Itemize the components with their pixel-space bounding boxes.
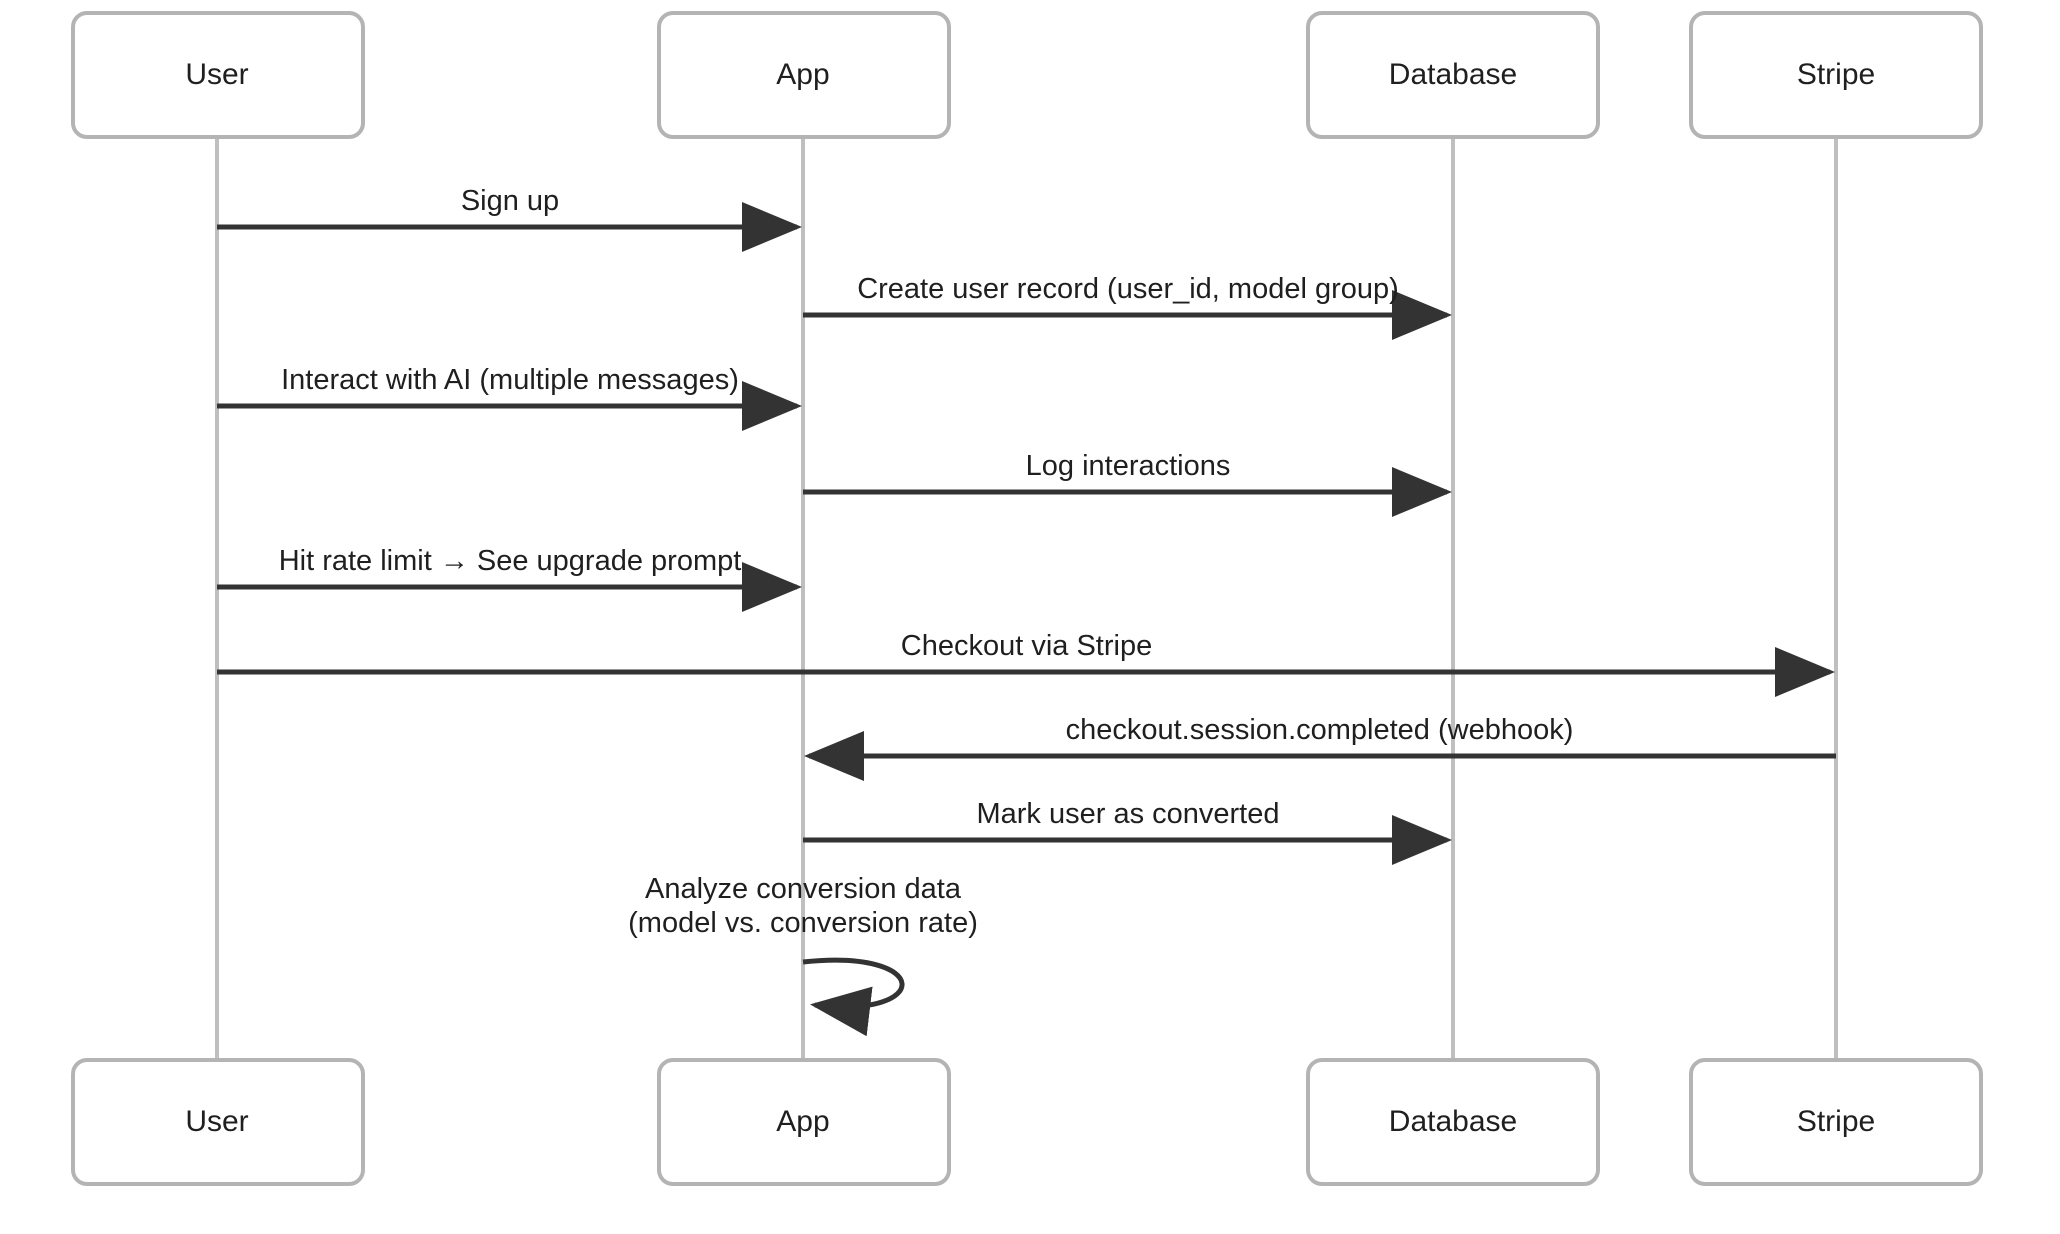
lifelines-group <box>215 137 1838 1060</box>
participant-boxes-top: User App Database Stripe <box>71 11 1983 139</box>
participant-box-database-top[interactable]: Database <box>1306 11 1600 139</box>
participant-box-rect <box>657 1058 951 1186</box>
self-message-label-line2: (model vs. conversion rate) <box>628 907 978 939</box>
self-message-label-line1: Analyze conversion data <box>645 873 962 905</box>
participant-box-user-top[interactable]: User <box>71 11 365 139</box>
participant-box-rect <box>71 11 365 139</box>
participant-box-rect <box>1689 11 1983 139</box>
message-m4[interactable]: Log interactions <box>803 450 1452 517</box>
message-m8[interactable]: Mark user as converted <box>803 798 1452 865</box>
participant-boxes-bottom: User App Database Stripe <box>71 1058 1983 1186</box>
participant-box-user-bottom[interactable]: User <box>71 1058 365 1186</box>
participant-label-user: User <box>185 58 248 91</box>
participant-box-stripe-top[interactable]: Stripe <box>1689 11 1983 139</box>
participant-box-app-top[interactable]: App <box>657 11 951 139</box>
participant-box-rect <box>1306 11 1600 139</box>
participant-box-app-bottom[interactable]: App <box>657 1058 951 1186</box>
messages-group: Sign up Create user record (user_id, mode… <box>217 185 1836 865</box>
participant-label-user: User <box>185 1105 248 1138</box>
message-label: Sign up <box>461 185 559 217</box>
participant-box-rect <box>657 11 951 139</box>
message-label: Interact with AI (multiple messages) <box>281 364 739 396</box>
message-m2[interactable]: Create user record (user_id, model group… <box>803 273 1452 340</box>
participant-box-rect <box>1306 1058 1600 1186</box>
participant-box-rect <box>1689 1058 1983 1186</box>
participant-box-rect <box>71 1058 365 1186</box>
participant-label-stripe: Stripe <box>1797 58 1875 91</box>
message-m3[interactable]: Interact with AI (multiple messages) <box>217 364 802 431</box>
message-m6[interactable]: Checkout via Stripe <box>217 630 1835 697</box>
message-label: Hit rate limit → See upgrade prompt <box>279 545 742 577</box>
message-m1[interactable]: Sign up <box>217 185 802 252</box>
participant-label-app: App <box>776 1105 829 1138</box>
participant-box-database-bottom[interactable]: Database <box>1306 1058 1600 1186</box>
message-label: Checkout via Stripe <box>901 630 1152 662</box>
message-m5[interactable]: Hit rate limit → See upgrade prompt <box>217 545 802 612</box>
participant-label-stripe: Stripe <box>1797 1105 1875 1138</box>
participant-label-database: Database <box>1389 1105 1517 1138</box>
message-m7[interactable]: checkout.session.completed (webhook) <box>804 714 1836 781</box>
participant-label-app: App <box>776 58 829 91</box>
self-message-group: Analyze conversion data(model vs. conver… <box>628 873 978 1037</box>
participant-label-database: Database <box>1389 58 1517 91</box>
message-label: Log interactions <box>1026 450 1231 482</box>
message-label: checkout.session.completed (webhook) <box>1066 714 1574 746</box>
message-label: Mark user as converted <box>976 798 1279 830</box>
self-message-loop[interactable] <box>802 957 905 1037</box>
message-label: Create user record (user_id, model group… <box>857 273 1399 305</box>
participant-box-stripe-bottom[interactable]: Stripe <box>1689 1058 1983 1186</box>
